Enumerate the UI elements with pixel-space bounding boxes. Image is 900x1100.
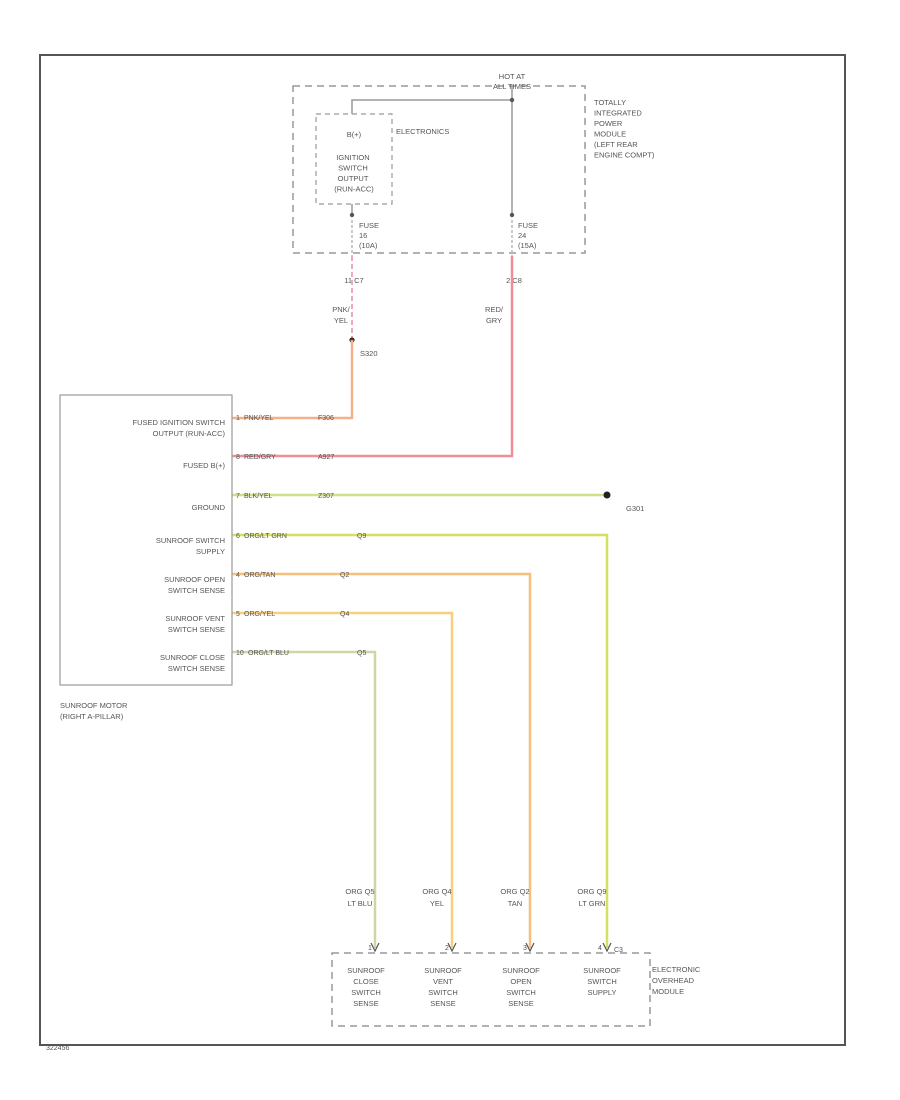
svg-text:PNK/YEL: PNK/YEL bbox=[244, 415, 274, 422]
svg-text:1: 1 bbox=[236, 415, 240, 422]
motor-pin-ground: GROUND 7 BLK/YEL Z307 bbox=[192, 493, 334, 512]
svg-text:A927: A927 bbox=[318, 454, 334, 461]
tipm-box bbox=[292, 85, 586, 254]
ignition-output-box bbox=[315, 113, 393, 205]
evic-terminals bbox=[370, 942, 612, 953]
tipm-label: TOTALLY INTEGRATED POWER MODULE (LEFT RE… bbox=[594, 98, 655, 160]
fuse-24-label: FUSE 24 (15A) bbox=[518, 221, 540, 250]
svg-text:4: 4 bbox=[236, 572, 240, 579]
wire-pnk-yel bbox=[232, 340, 354, 420]
wire-red-gry bbox=[232, 256, 514, 458]
svg-text:Q4: Q4 bbox=[340, 611, 349, 618]
diagram-frame bbox=[39, 54, 846, 1046]
motor-pin-fused-b-plus: FUSED B(+) 8 RED/GRY A927 bbox=[183, 454, 334, 470]
figure-id: 322456 bbox=[46, 1045, 69, 1052]
b-plus-label: B(+) bbox=[347, 130, 362, 139]
connector-c7-label: 11 C7 bbox=[344, 276, 363, 285]
connector-c8-label: 2 C8 bbox=[506, 276, 522, 285]
svg-text:ORG/YEL: ORG/YEL bbox=[244, 611, 275, 618]
svg-text:Q9: Q9 bbox=[357, 533, 366, 540]
svg-text:ORG/LT GRN: ORG/LT GRN bbox=[244, 533, 287, 540]
svg-text:FUSED B(+): FUSED B(+) bbox=[183, 461, 225, 470]
svg-text:RED/GRY: RED/GRY bbox=[244, 454, 276, 461]
electronics-label: ELECTRONICS bbox=[396, 127, 449, 136]
hot-fuse-dot bbox=[509, 212, 515, 218]
pnk-yel-color-label: PNK/YEL bbox=[332, 305, 350, 325]
tipm-junction-dot bbox=[509, 97, 515, 103]
evic-pin-3: 3 bbox=[523, 945, 527, 952]
svg-text:5: 5 bbox=[236, 611, 240, 618]
splice-s320-label: S320 bbox=[360, 349, 378, 358]
svg-text:Z307: Z307 bbox=[318, 493, 334, 500]
svg-text:F306: F306 bbox=[318, 415, 334, 422]
svg-text:GROUND: GROUND bbox=[192, 503, 226, 512]
ignition-output-label: IGNITION SWITCH OUTPUT (RUN-ACC) bbox=[334, 153, 374, 194]
wire-org-yel bbox=[232, 611, 454, 948]
svg-text:8: 8 bbox=[236, 454, 240, 461]
svg-text:ORG/TAN: ORG/TAN bbox=[244, 572, 275, 579]
svg-text:Q5: Q5 bbox=[357, 650, 366, 657]
svg-text:Q2: Q2 bbox=[340, 572, 349, 579]
evic-box bbox=[331, 952, 651, 1027]
evic-connector-c3: C3 bbox=[614, 947, 623, 954]
ignition-fuse-dot bbox=[349, 212, 355, 218]
wire-org-tan bbox=[232, 572, 532, 948]
evic-pin-1: 1 bbox=[368, 945, 372, 952]
svg-text:10: 10 bbox=[236, 650, 244, 657]
svg-text:ORG/LT BLU: ORG/LT BLU bbox=[248, 650, 289, 657]
fuse-16-label: FUSE 16 (10A) bbox=[359, 221, 381, 250]
evic-pin-2: 2 bbox=[445, 945, 449, 952]
svg-text:BLK/YEL: BLK/YEL bbox=[244, 493, 273, 500]
ground-g301-icon bbox=[603, 491, 611, 499]
wire-org-lt-blu bbox=[232, 650, 377, 948]
svg-text:7: 7 bbox=[236, 493, 240, 500]
wire-org-lt-grn bbox=[232, 533, 609, 948]
evic-pin-4: 4 bbox=[598, 945, 602, 952]
ground-g301-label: G301 bbox=[626, 504, 644, 513]
tipm-bus-wire bbox=[351, 86, 513, 114]
red-gry-color-label: RED/GRY bbox=[485, 305, 504, 325]
svg-text:6: 6 bbox=[236, 533, 240, 540]
sunroof-motor-name: SUNROOF MOTOR(RIGHT A-PILLAR) bbox=[60, 701, 128, 721]
sunroof-motor-box bbox=[59, 394, 233, 686]
